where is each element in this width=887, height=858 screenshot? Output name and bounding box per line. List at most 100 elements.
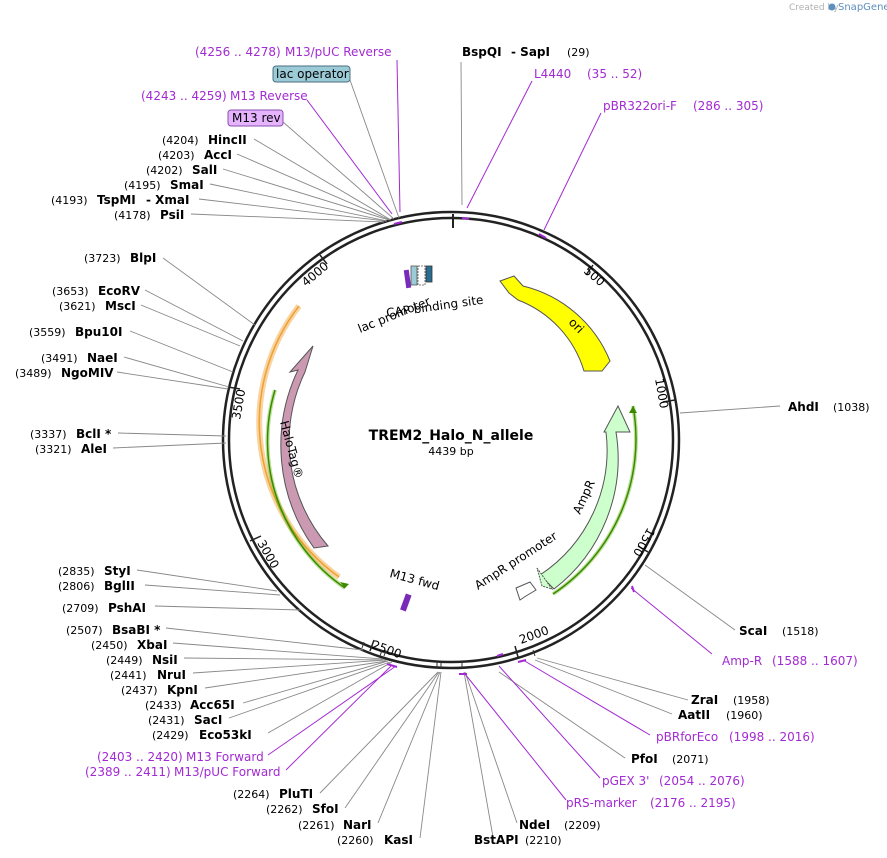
lac-operator-label: lac operator	[276, 67, 349, 81]
m13-fwd-feature[interactable]	[400, 593, 412, 612]
site-acc65i-name: Acc65I	[190, 698, 235, 712]
site-nsii-pos: (2449)	[106, 654, 143, 667]
site-scai-name: ScaI	[739, 624, 767, 638]
primer-pbr322ori-f-range: (286 .. 305)	[693, 99, 763, 113]
primer-pgex3-name: pGEX 3'	[602, 774, 649, 788]
site-bglii-name: BglII	[104, 579, 135, 593]
site-hincii-name: HincII	[208, 133, 247, 147]
tick-mark-1000	[662, 399, 676, 403]
site-saci-name: SacI	[194, 713, 222, 727]
primer-m13-puc-forward-name: M13/pUC Forward	[174, 765, 281, 779]
primer-m13-puc-reverse-name: M13/pUC Reverse	[285, 45, 392, 59]
site-saci-pos: (2431)	[148, 714, 185, 727]
site-labels: BspQI - SapI (29) AhdI (1038) ScaI (1518…	[15, 45, 870, 847]
site-zrai-pos: (1958)	[733, 694, 770, 707]
primer-m13-puc-reverse-range: (4256 .. 4278)	[195, 45, 281, 59]
primer-amp-r-name: Amp-R	[722, 654, 762, 668]
leader-ahdi	[679, 405, 781, 414]
site-pfoi-pos: (2071)	[672, 753, 709, 766]
site-psii-pos: (4178)	[114, 209, 151, 222]
leader-m13-forward	[267, 665, 397, 756]
leader-xmai	[198, 198, 387, 222]
ori-feature[interactable]	[499, 275, 611, 372]
site-pfoi-name: PfoI	[631, 752, 658, 766]
cut-marks	[361, 641, 536, 668]
backbone-inner-strand	[227, 216, 675, 664]
plasmid-title: TREM2_Halo_N_allele	[369, 428, 534, 444]
orf-arc-green-left-arrow	[340, 582, 349, 588]
site-nrui-name: NruI	[157, 668, 186, 682]
primer-pbr322ori-f-name: pBR322ori-F	[603, 99, 677, 113]
orf-arc-halotag-line	[258, 305, 340, 578]
m13-rev-feature[interactable]	[403, 269, 412, 289]
leader-pfoi	[498, 671, 626, 759]
lac-operator-box[interactable]	[272, 65, 351, 83]
site-bpu10i-pos: (3559)	[29, 326, 66, 339]
tick-label-500: 500	[581, 264, 608, 289]
leader-acci	[236, 153, 391, 221]
credit-prefix: Created by	[789, 3, 839, 13]
leader-scai	[644, 564, 736, 631]
ampr-promoter-arrow	[515, 581, 537, 601]
leader-blpi	[162, 257, 256, 326]
primer-pgex3-range: (2054 .. 2076)	[659, 774, 745, 788]
site-ndei-name: NdeI	[519, 818, 550, 832]
orf-arc-green-left-line	[266, 389, 346, 589]
leader-saci	[228, 661, 391, 719]
site-pshai-name: PshAI	[108, 601, 146, 615]
site-ngomiv-name: NgoMIV	[61, 366, 114, 380]
site-hincii-pos: (4204)	[162, 134, 199, 147]
site-sapi-name-text: SapI	[520, 45, 550, 59]
site-blpi-pos: (3723)	[84, 252, 121, 265]
tick-mark-2500	[369, 639, 375, 652]
leader-bcli	[117, 432, 227, 437]
cut-bsabi	[361, 641, 365, 649]
site-pluti-name: PluTI	[279, 787, 313, 801]
site-ngomiv-pos: (3489)	[15, 367, 52, 380]
leader-ecorv	[144, 289, 244, 342]
tick-label-3500: 3500	[229, 388, 248, 421]
site-alei-pos: (3321)	[35, 443, 72, 456]
site-bspqi-name: BspQI	[462, 45, 502, 59]
lac-promoter-feature[interactable]	[417, 265, 426, 286]
primer-prs-marker-name: pRS-marker	[566, 796, 637, 810]
leader-ndei	[464, 671, 518, 824]
tick-mark-3000	[249, 535, 262, 542]
leader-sali	[222, 168, 390, 221]
site-msci-pos: (3621)	[59, 300, 96, 313]
m13-fwd-label: M13 fwd	[388, 566, 441, 593]
site-smai-name: SmaI	[170, 178, 204, 192]
m13-rev-box[interactable]	[227, 109, 284, 127]
backbone-outer-strand	[221, 210, 681, 670]
leader-pluti	[319, 671, 439, 794]
marker-pgex3	[496, 653, 504, 657]
site-styi-name: StyI	[104, 564, 131, 578]
site-nari-pos: (2261)	[298, 819, 335, 832]
leader-nrui	[192, 659, 387, 674]
plasmid-length: 4439 bp	[428, 445, 473, 458]
cap-binding-site-feature[interactable]	[425, 265, 433, 283]
leader-smai	[209, 183, 388, 222]
site-tspmi-name: TspMI	[97, 193, 136, 207]
site-sfoi-pos: (2262)	[266, 803, 303, 816]
snapgene-logo-icon	[828, 3, 836, 11]
primer-m13-reverse-name: M13 Reverse	[230, 89, 308, 103]
leader-bspqi	[460, 61, 463, 206]
site-ahdi-name: AhdI	[788, 400, 819, 414]
leader-xbai	[172, 642, 384, 660]
site-blpi-name: BlpI	[130, 251, 156, 265]
site-ecorv-pos: (3653)	[52, 285, 89, 298]
ampr-feature[interactable]	[539, 404, 631, 590]
site-bsabi-pos: (2507)	[66, 624, 103, 637]
cut-mcs-1	[379, 649, 383, 657]
leader-psii	[190, 213, 385, 223]
leader-bsabi	[165, 627, 364, 651]
site-zrai-name: ZraI	[691, 693, 718, 707]
lac-operator-feature[interactable]	[410, 265, 418, 286]
site-acci-pos: (4203)	[158, 149, 195, 162]
ampr-promoter-feature[interactable]	[536, 567, 554, 590]
halotag-feature[interactable]	[280, 345, 329, 549]
site-bstapi-name: BstAPI	[474, 833, 519, 847]
primer-m13-reverse-range: (4243 .. 4259)	[141, 89, 227, 103]
